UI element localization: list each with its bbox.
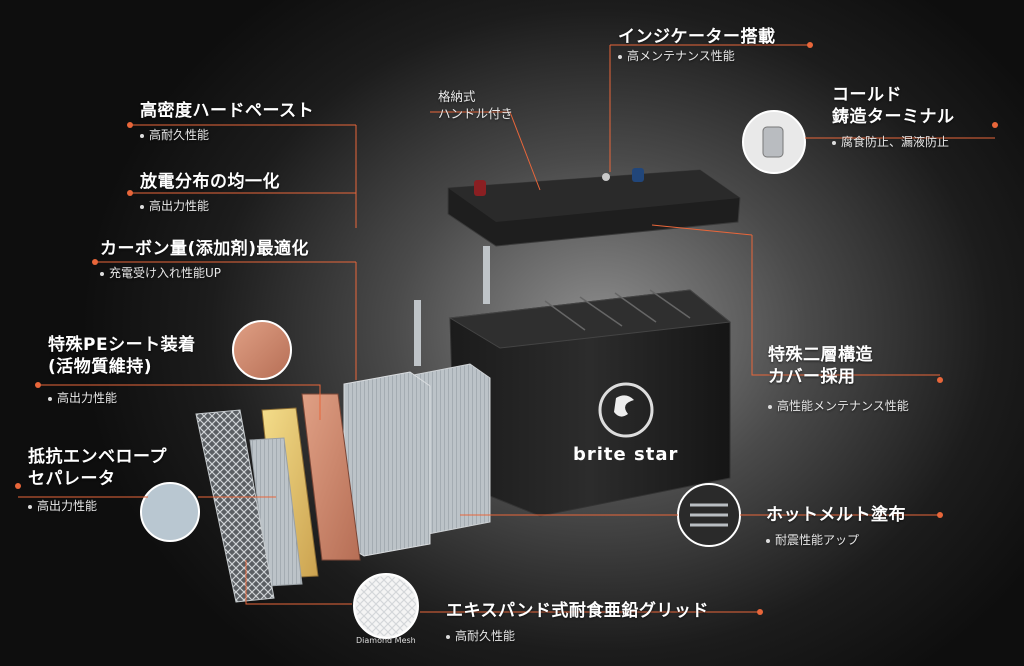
indicator-sub: 高メンテナンス性能	[627, 49, 735, 63]
indicator-title: インジケーター搭載	[618, 27, 776, 47]
handle-label: 格納式 ハンドル付き	[438, 88, 513, 122]
cover-line1: 特殊二層構造	[768, 345, 873, 365]
separator-detail-icon	[140, 482, 200, 542]
handle-line1: 格納式	[438, 89, 476, 104]
brand-name: brite star	[573, 444, 679, 465]
grid-sub: 高耐久性能	[455, 629, 516, 643]
paste-title: 高密度ハードペースト	[140, 101, 315, 121]
pe-sheet-line1: 特殊PEシート装着	[48, 335, 196, 355]
pe-sheet-detail-icon	[232, 320, 292, 380]
pe-sheet	[301, 393, 361, 561]
plate-stack-front	[343, 371, 431, 557]
pe-sheet-line2: (活物質維持)	[48, 357, 153, 377]
separator-line1: 抵抗エンベロープ	[28, 447, 167, 467]
separator-label: 抵抗エンベロープ セパレータ 高出力性能	[28, 446, 167, 514]
battery-case	[448, 289, 732, 517]
battery-lid	[447, 168, 741, 247]
paste-label: 高密度ハードペースト 高耐久性能	[140, 100, 314, 143]
cold-terminal-line1: コールド	[832, 85, 902, 105]
cold-terminal-line2: 鋳造ターミナル	[832, 107, 955, 127]
cover-sub: 高性能メンテナンス性能	[777, 399, 909, 413]
carbon-label: カーボン量(添加剤)最適化 充電受け入れ性能UP	[100, 238, 309, 281]
carbon-sub: 充電受け入れ性能UP	[109, 266, 222, 280]
separator-sub: 高出力性能	[37, 499, 98, 513]
detail-circles	[140, 110, 806, 639]
diamond-mesh-caption: Diamond Mesh	[356, 636, 416, 645]
discharge-sub: 高出力性能	[149, 199, 210, 213]
brand-logo-icon	[598, 382, 654, 438]
separator-line2: セパレータ	[28, 469, 116, 489]
cover-line2: カバー採用	[768, 367, 856, 387]
grid-title: エキスパンド式耐食亜鉛グリッド	[446, 601, 709, 621]
discharge-title: 放電分布の均一化	[140, 172, 280, 192]
cover-label: 特殊二層構造 カバー採用 高性能メンテナンス性能	[768, 344, 909, 414]
discharge-label: 放電分布の均一化 高出力性能	[140, 171, 280, 214]
pe-sheet-sub: 高出力性能	[57, 391, 118, 405]
leader-lines	[18, 44, 995, 613]
indicator-label: インジケーター搭載 高メンテナンス性能	[618, 26, 776, 64]
grid-label: エキスパンド式耐食亜鉛グリッド 高耐久性能	[446, 600, 709, 644]
cold-terminal-label: コールド 鋳造ターミナル 腐食防止、漏液防止	[832, 84, 955, 150]
hotmelt-label: ホットメルト塗布 耐震性能アップ	[766, 504, 906, 548]
handle-line2: ハンドル付き	[438, 106, 514, 121]
pe-sheet-label: 特殊PEシート装着 (活物質維持) 高出力性能	[48, 334, 196, 406]
hotmelt-title: ホットメルト塗布	[766, 505, 906, 525]
terminal-negative-icon	[632, 168, 644, 182]
cold-terminal-sub: 腐食防止、漏液防止	[841, 135, 950, 149]
leader-dots	[15, 42, 998, 615]
paste-sub: 高耐久性能	[149, 128, 210, 142]
hotmelt-sub: 耐震性能アップ	[775, 533, 860, 547]
indicator-eye-icon	[602, 173, 610, 181]
terminal-positive-icon	[474, 180, 486, 196]
carbon-title: カーボン量(添加剤)最適化	[100, 239, 310, 259]
